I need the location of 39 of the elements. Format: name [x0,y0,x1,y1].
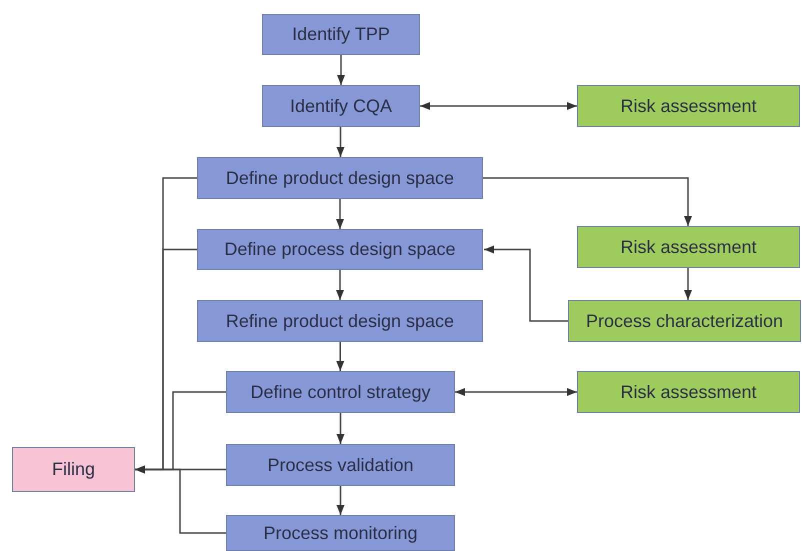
arrow [484,246,568,322]
arrow [483,177,692,226]
box-label: Refine product design space [226,310,454,332]
arrow [336,342,344,371]
arrow [336,413,344,444]
arrow [337,55,345,85]
process-box [197,157,483,199]
risk-box [577,371,800,413]
box-label: Risk assessment [620,96,757,116]
box-label: Process validation [267,454,414,476]
process-box [226,515,455,551]
box-label: Identify TPP [292,24,390,45]
box-label: Risk assessment [620,382,757,402]
arrow [684,268,692,300]
arrow [336,270,344,300]
filing-box [12,447,135,492]
box-label: Filing [52,459,95,480]
box-label: Define control strategy [250,382,431,402]
process-box [226,444,455,486]
arrow [420,102,577,110]
box-label: Define product design space [226,168,454,188]
arrow [135,466,226,534]
box-label: Define process design space [224,239,456,260]
risk-box [577,226,800,268]
arrow [455,388,577,396]
box-label: Process characterization [586,310,784,332]
process-box [262,14,420,55]
box-label: Process monitoring [263,522,418,544]
arrow [336,486,344,515]
process-box [197,300,483,342]
risk-box [568,300,801,342]
process-box [226,371,455,413]
risk-box [577,85,800,127]
process-box [262,85,420,127]
box-label: Risk assessment [620,236,757,258]
arrow [336,127,344,157]
process-box [197,229,483,270]
box-label: Identify CQA [290,96,392,116]
arrow [336,199,344,229]
